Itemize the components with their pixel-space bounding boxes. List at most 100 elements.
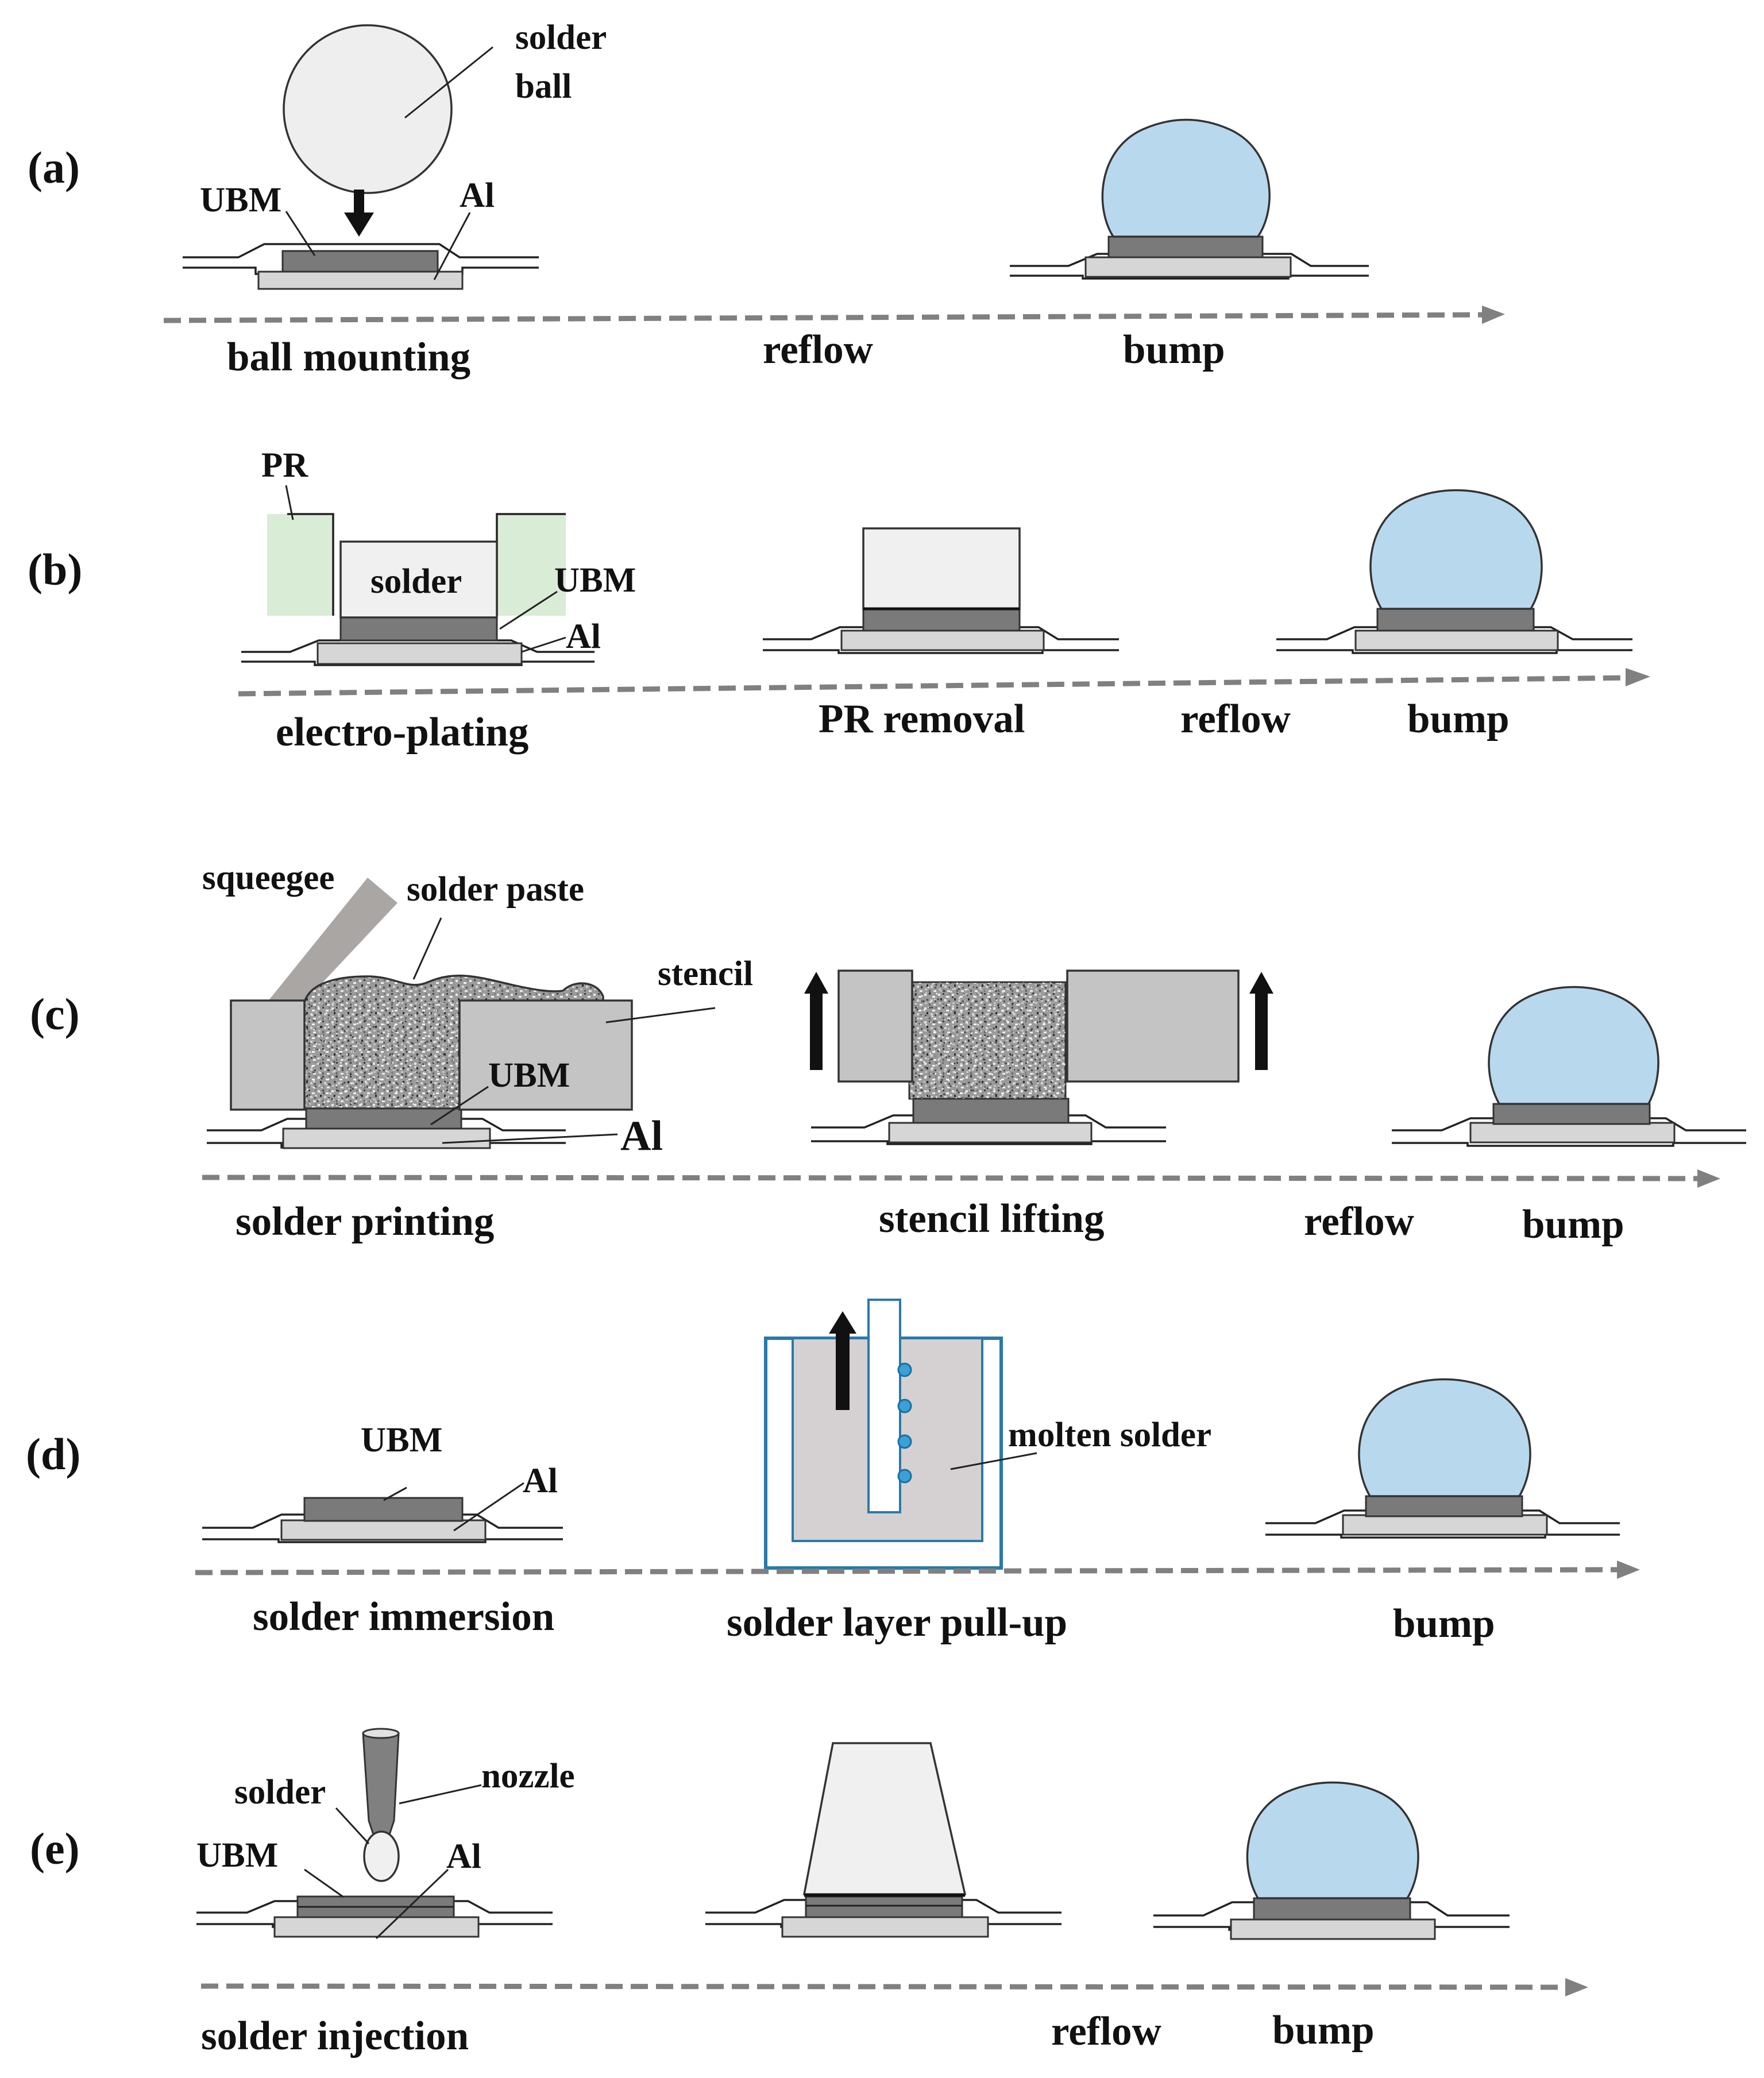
panel-a-label: (a) <box>28 142 80 192</box>
substrate-strip <box>867 1299 901 1513</box>
panel-d: (d) UBM Al molten solder <box>26 1299 1640 1646</box>
injected-solder <box>802 1742 967 1895</box>
ubm-callout: UBM <box>200 181 281 219</box>
nozzle <box>362 1732 400 1839</box>
substrate-a1 <box>183 243 539 290</box>
solder-paste-callout: solder paste <box>407 870 584 909</box>
al-pad <box>1084 256 1292 278</box>
solder-ball <box>283 24 453 194</box>
down-arrow-icon <box>344 190 374 237</box>
ubm-layer <box>912 1098 1070 1124</box>
solder-bump <box>1101 118 1271 238</box>
substrate-c1 <box>207 1107 566 1149</box>
al-pad <box>280 1519 487 1541</box>
substrate-b1 <box>241 616 595 666</box>
process-arrow <box>195 1567 1620 1575</box>
up-arrow-icon <box>1249 972 1273 1070</box>
solder-droplet <box>897 1469 912 1484</box>
step-label: bump <box>1123 327 1225 372</box>
step-label: reflow <box>1180 697 1291 741</box>
panel-c-label: (c) <box>30 989 80 1039</box>
al-callout: Al <box>460 176 495 215</box>
step-label: reflow <box>763 327 873 372</box>
al-pad <box>282 1127 491 1149</box>
step-label: solder injection <box>201 2014 469 2058</box>
solder-droplet <box>897 1362 912 1377</box>
step-label: stencil lifting <box>879 1196 1104 1241</box>
ubm-layer <box>1492 1103 1651 1125</box>
solder-callout: solder <box>370 562 462 601</box>
squeegee-callout: squeegee <box>202 859 334 897</box>
solder-droplet <box>363 1830 400 1882</box>
process-arrow <box>238 675 1632 697</box>
step-label: solder printing <box>236 1199 494 1244</box>
ubm-layer <box>305 1107 462 1130</box>
ubm-callout: UBM <box>361 1421 442 1459</box>
solder-bump <box>1488 986 1659 1105</box>
step-label: bump <box>1393 1601 1495 1646</box>
ubm-callout: UBM <box>196 1836 278 1875</box>
substrate-d1 <box>202 1497 563 1543</box>
panel-d-label: (d) <box>26 1429 80 1479</box>
step-label: PR removal <box>819 697 1025 741</box>
ubm-layer <box>862 608 1021 632</box>
al-pad <box>1230 1918 1436 1940</box>
al-callout: Al <box>446 1837 481 1876</box>
al-pad <box>888 1122 1093 1144</box>
substrate-e1 <box>196 1895 553 1938</box>
pr-callout: PR <box>261 446 308 485</box>
stencil-left <box>230 999 306 1111</box>
ubm-layer <box>1376 608 1535 632</box>
step-label: solder layer pull-up <box>727 1600 1067 1645</box>
ubm-layer <box>1365 1495 1523 1517</box>
panel-e: (e) nozzle solder UBM Al <box>30 1728 1588 2058</box>
stencil-callout: stencil <box>658 955 753 993</box>
step-label: ball mounting <box>227 335 470 380</box>
al-callout: Al <box>523 1462 558 1500</box>
step-label: solder immersion <box>253 1594 554 1639</box>
al-pad <box>1354 629 1559 651</box>
ubm-layer <box>339 616 498 642</box>
substrate-b3 <box>1276 608 1632 654</box>
al-pad <box>257 271 464 290</box>
ubm-layer <box>303 1497 464 1522</box>
step-label: bump <box>1272 2008 1375 2053</box>
substrate-e3 <box>1153 1897 1510 1940</box>
ubm-layer <box>805 1895 963 1918</box>
substrate-c2 <box>811 1098 1166 1145</box>
panel-e-label: (e) <box>30 1824 80 1874</box>
solder-bump <box>1369 489 1543 610</box>
photoresist-right <box>497 514 566 616</box>
al-callout: Al <box>566 617 601 656</box>
stencil-left <box>837 970 913 1083</box>
panel-b: (b) solder PR UBM Al <box>28 446 1650 755</box>
process-arrowhead <box>1565 1978 1588 1996</box>
up-arrow-icon <box>829 1311 856 1410</box>
process-arrowhead <box>1626 668 1650 686</box>
al-pad <box>1469 1122 1676 1144</box>
ubm-layer <box>281 250 439 273</box>
solder-bump <box>1246 1781 1419 1899</box>
step-label: reflow <box>1304 1199 1414 1244</box>
stencil-right <box>1066 970 1240 1083</box>
ubm-callout: UBM <box>488 1056 570 1095</box>
ubm-layer <box>1107 235 1264 258</box>
process-arrowhead <box>1697 1169 1720 1188</box>
plated-solder <box>339 540 498 619</box>
process-arrowhead <box>1482 306 1505 324</box>
ubm-callout: UBM <box>554 561 636 600</box>
solder-droplet <box>897 1399 912 1413</box>
substrate-e2 <box>705 1895 1062 1938</box>
al-pad <box>840 629 1045 651</box>
process-arrow <box>163 312 1488 323</box>
molten-solder-callout: molten solder <box>1008 1416 1211 1454</box>
solder-ball-callout-line2: ball <box>515 67 572 106</box>
substrate-c3 <box>1392 1103 1746 1147</box>
squeegee <box>267 878 397 1008</box>
step-label: reflow <box>1051 2009 1161 2054</box>
al-pad <box>316 642 523 665</box>
al-pad <box>1342 1514 1548 1536</box>
substrate-d3 <box>1265 1495 1620 1539</box>
al-pad <box>781 1916 989 1938</box>
